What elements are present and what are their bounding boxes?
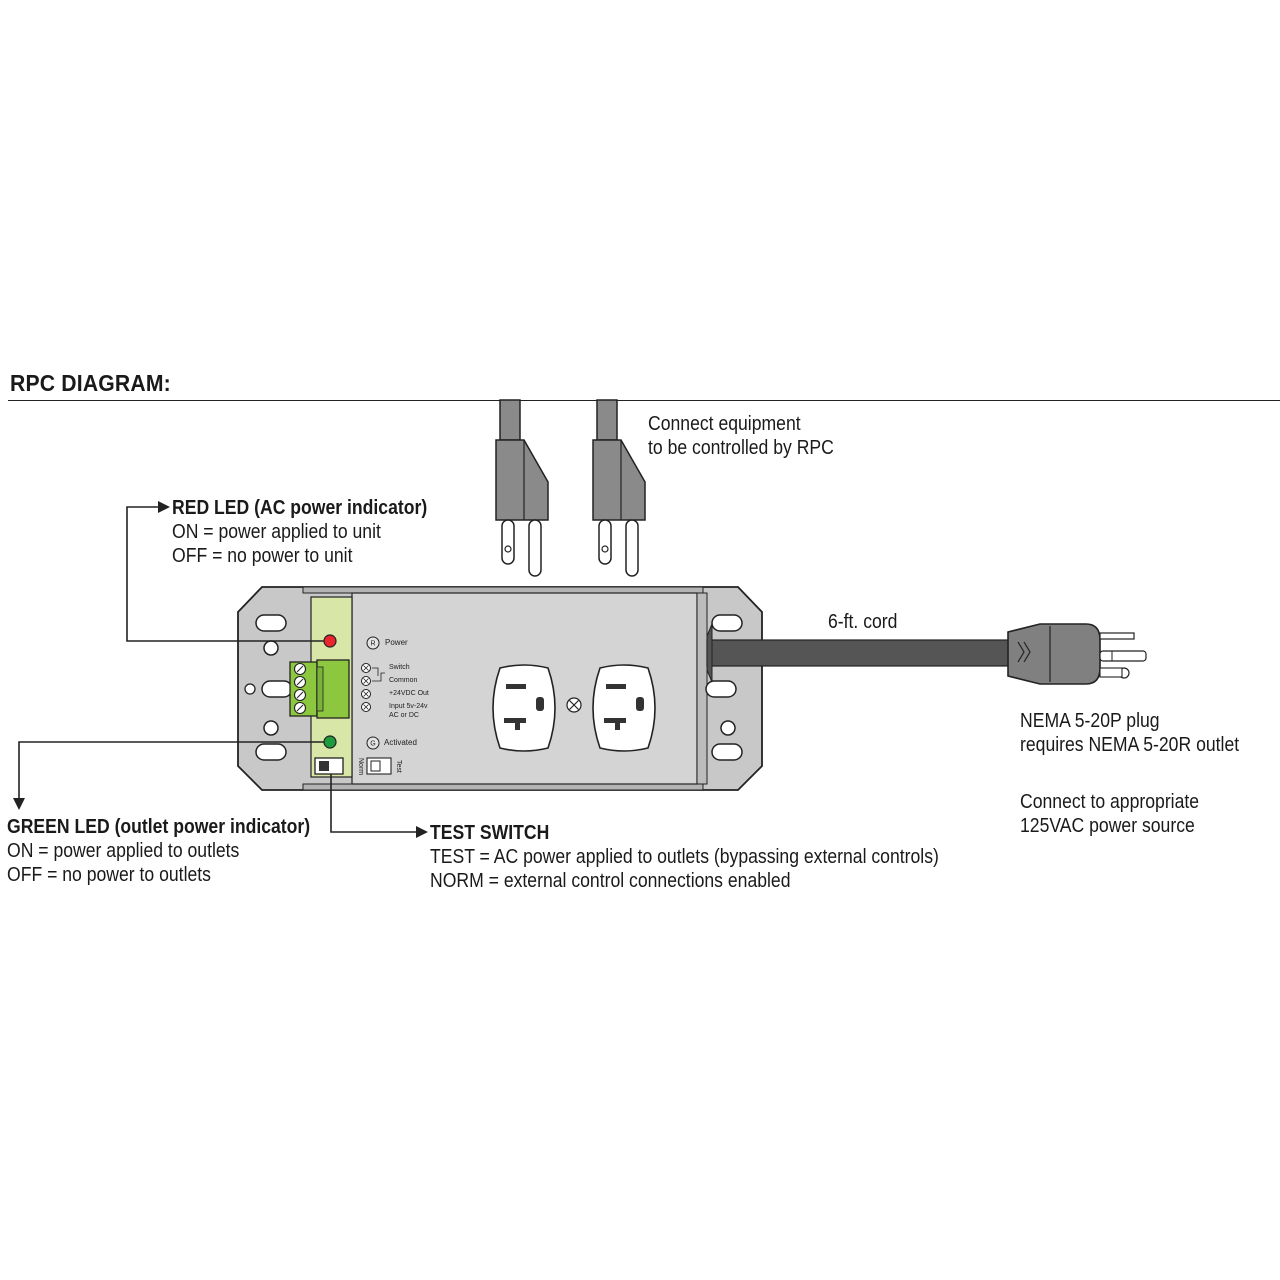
panel-switch-label: Switch [389, 664, 410, 671]
test-switch [314, 757, 344, 775]
terminal-screw-3-icon [293, 688, 307, 702]
red-led-icon [323, 634, 337, 648]
green-led-icon [323, 735, 337, 749]
panel-test-label: Test [395, 760, 402, 773]
outlet-right [592, 664, 656, 752]
nema-plug [1007, 623, 1147, 685]
test-switch-callout [330, 774, 428, 838]
power-note: Connect to appropriate 125VAC power sour… [1020, 791, 1200, 837]
equipment-plug-1 [495, 399, 549, 577]
power-badge-icon: R [366, 636, 380, 650]
activated-badge-icon: G [366, 736, 380, 750]
green-led-label: GREEN LED (outlet power indicator) ON = … [7, 816, 311, 886]
panel-activated-label: Activated [384, 738, 417, 747]
green-led-callout [13, 741, 324, 810]
test-switch-label: TEST SWITCH TEST = AC power applied to o… [430, 822, 939, 892]
panel-input-type-label: AC or DC [389, 712, 419, 719]
red-led-callout [126, 501, 324, 642]
panel-screw-icons [361, 663, 385, 712]
svg-text:G: G [370, 741, 375, 748]
panel-24vdc-label: +24VDC Out [389, 690, 429, 697]
svg-text:R: R [370, 641, 375, 648]
outlet-center-screw-icon [566, 697, 582, 713]
red-led-label: RED LED (AC power indicator) ON = power … [172, 497, 428, 567]
panel-input-label: Input 5v-24v [389, 703, 428, 710]
cord-label: 6-ft. cord [828, 611, 898, 633]
test-norm-switch-icon [366, 757, 392, 775]
terminal-screw-2-icon [293, 675, 307, 689]
panel-common-label: Common [389, 677, 418, 684]
panel-norm-label: Norm [357, 758, 364, 776]
plug-note: NEMA 5-20P plug requires NEMA 5-20R outl… [1020, 710, 1240, 756]
power-cord [706, 623, 1013, 683]
panel-power-label: Power [385, 638, 408, 647]
terminal-screw-1-icon [293, 662, 307, 676]
title-rule [8, 400, 1280, 401]
terminal-block [289, 659, 350, 719]
equipment-note: Connect equipment to be controlled by RP… [648, 413, 834, 459]
equipment-plug-2 [592, 399, 646, 577]
green-led-heading: GREEN LED (outlet power indicator) [7, 816, 311, 838]
outlet-left [492, 664, 556, 752]
diagram-title: RPC DIAGRAM: [10, 370, 171, 396]
red-led-heading: RED LED (AC power indicator) [172, 497, 428, 519]
terminal-screw-4-icon [293, 701, 307, 715]
test-switch-heading: TEST SWITCH [430, 822, 550, 844]
